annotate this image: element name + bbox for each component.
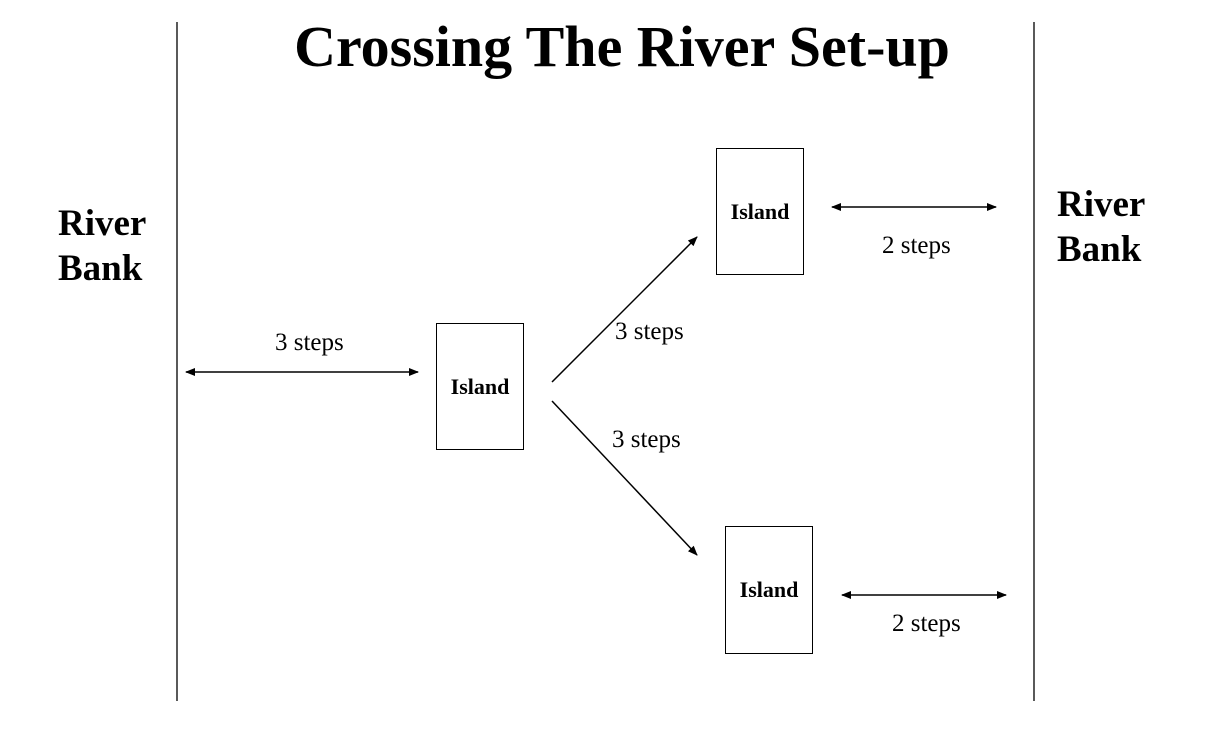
distance-bottom-to-bank: 2 steps [892,610,961,637]
arrow-middle-to-top [551,236,698,383]
island-middle-label: Island [450,373,510,399]
distance-bank-to-middle: 3 steps [275,329,344,356]
right-bank-label-1: River [1057,184,1146,225]
distance-middle-to-bottom: 3 steps [612,426,681,453]
right-bank-label-2: Bank [1057,229,1142,270]
arrow-middle-to-bottom [551,400,698,556]
right-river-bank: River Bank [1057,182,1145,272]
left-bank-label-1: River [58,203,147,244]
left-river-bank: River Bank [58,201,146,291]
distance-middle-to-top: 3 steps [615,318,684,345]
island-bottom: Island [725,526,813,654]
island-top: Island [716,148,804,275]
left-bank-label-2: Bank [58,248,143,289]
island-middle: Island [436,323,524,450]
island-top-label: Island [730,198,790,224]
island-bottom-label: Island [739,577,799,602]
distance-top-to-bank: 2 steps [882,232,951,259]
page-title: Crossing The River Set-up [294,14,950,79]
